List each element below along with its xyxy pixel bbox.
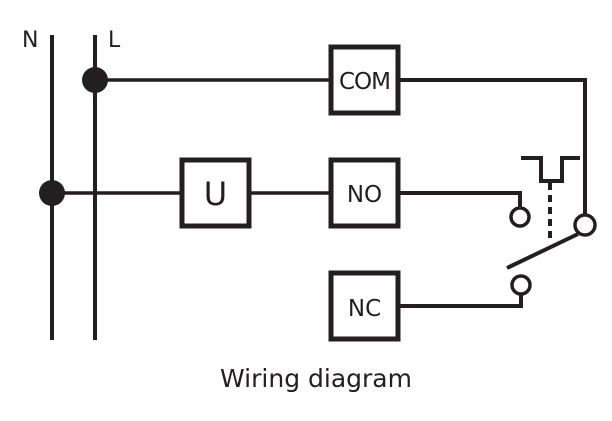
load-box	[179, 157, 252, 229]
no-box	[328, 157, 401, 229]
no-label: NO	[347, 182, 382, 208]
switch-blade	[506, 232, 579, 270]
com-label: COM	[339, 69, 390, 95]
nc-box	[328, 270, 401, 342]
load-label: U	[204, 175, 227, 213]
wire-no-to-terminal	[397, 191, 522, 208]
neutral-junction-dot	[39, 180, 65, 206]
relay-actuator	[521, 156, 580, 183]
diagram-caption: Wiring diagram	[220, 364, 412, 393]
wire-com-to-switch	[397, 78, 587, 215]
neutral-label: N	[22, 28, 38, 53]
nc-label: NC	[348, 296, 381, 322]
com-terminal	[573, 213, 597, 237]
no-terminal	[509, 206, 531, 228]
nc-terminal	[510, 274, 532, 296]
live-junction-dot	[82, 67, 108, 93]
live-label: L	[108, 28, 121, 53]
com-box	[328, 44, 401, 116]
wire-nc-to-terminal	[397, 295, 523, 308]
